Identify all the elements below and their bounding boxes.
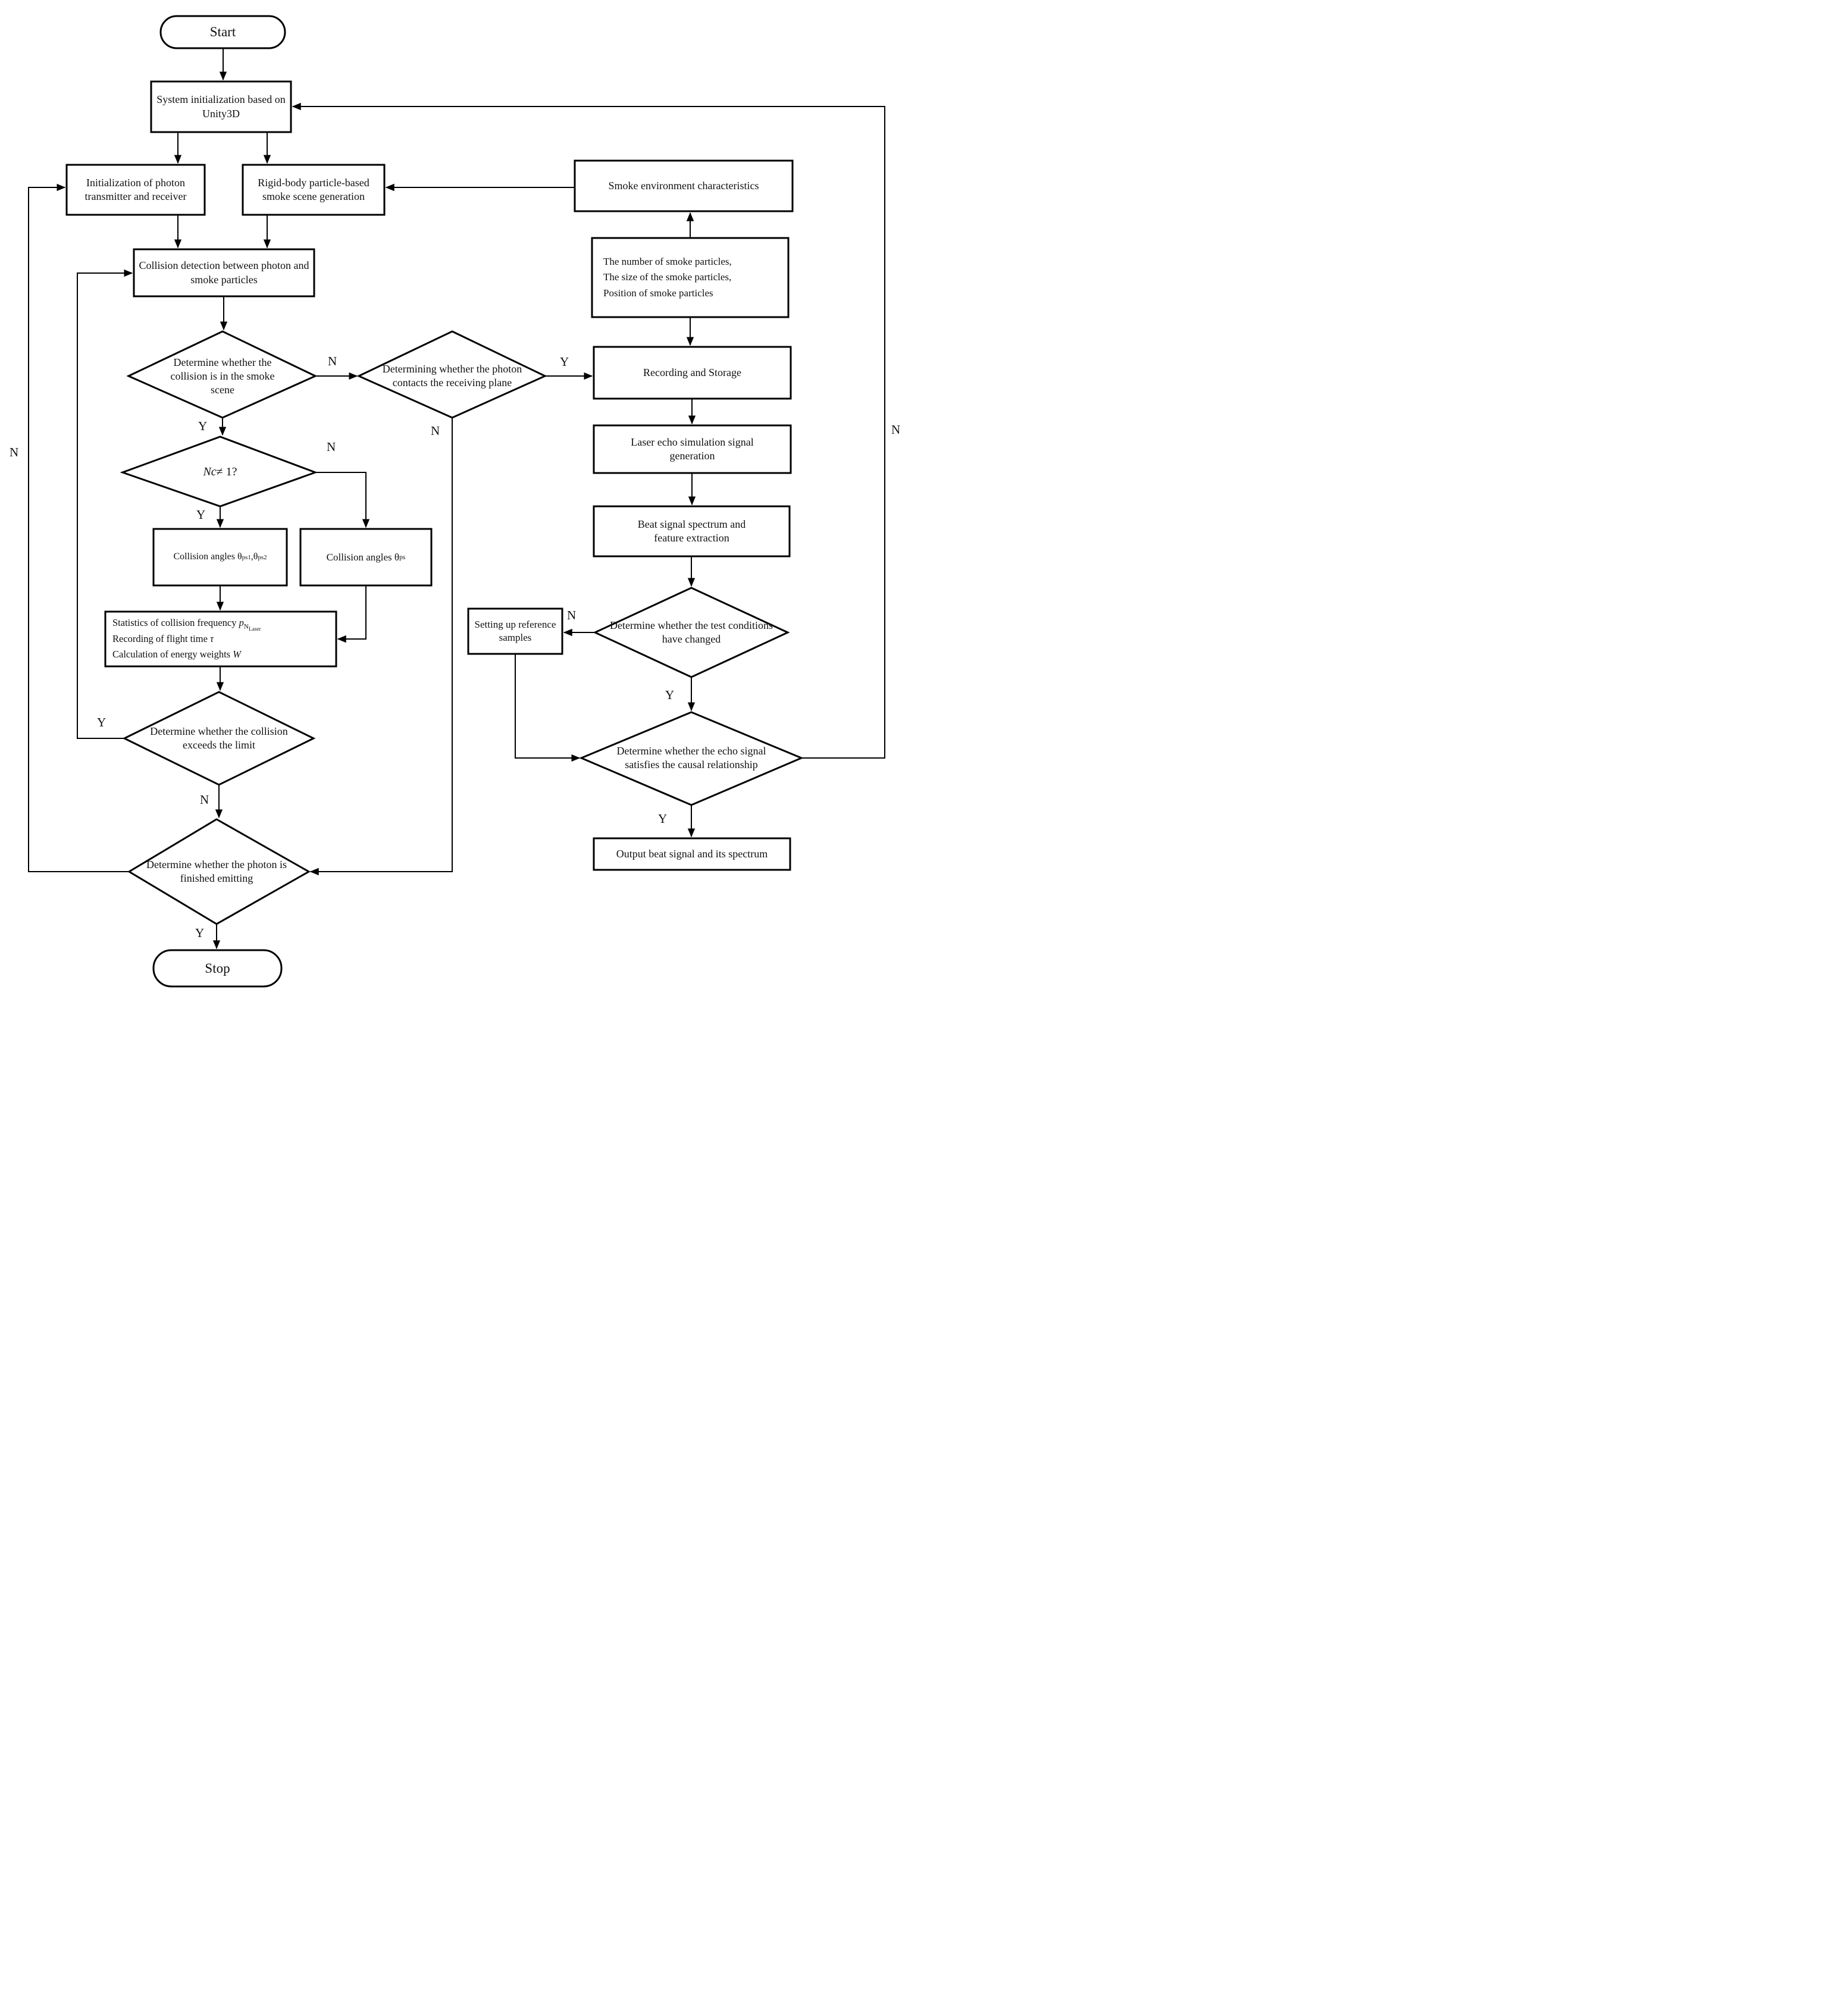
reference-samples-label: Setting up reference samples xyxy=(474,619,556,643)
rigid-body-shape xyxy=(242,164,386,216)
branch-label-test-conditions-no: N xyxy=(567,608,577,622)
collision-detection-label: Collision detection between photon and s… xyxy=(139,259,309,286)
collision-in-scene-label: Determine whether the collision is in th… xyxy=(170,356,275,396)
laser-echo-label: Laser echo simulation signal generation xyxy=(631,436,754,462)
particle-info-label: The number of smoke particles, The size … xyxy=(603,243,781,312)
contacts-plane-label: Determining whether the photon contacts … xyxy=(382,362,522,389)
particle-info-line-2: The size of the smoke particles, xyxy=(603,271,732,283)
start-terminator-shape xyxy=(159,15,286,49)
recording-storage-shape xyxy=(593,346,792,400)
statistics-line-1: Statistics of collision frequency pNLase… xyxy=(112,617,261,632)
laser-echo-shape xyxy=(593,424,792,474)
edge-finished-emitting-no-to-init-photon xyxy=(28,183,129,872)
particle-info-line-3: Position of smoke particles xyxy=(603,287,713,299)
branch-label-contacts-plane-no: N xyxy=(431,424,440,438)
nc-check-label: Nc ≠ 1? xyxy=(203,465,237,479)
stop-terminator-shape xyxy=(152,949,283,988)
branch-label-collision-in-scene-yes: Y xyxy=(198,419,208,433)
flowchart-canvas: Start System initialization based on Uni… xyxy=(0,0,924,1006)
beat-signal-shape xyxy=(593,505,791,557)
branch-label-nc-check-no: N xyxy=(327,440,336,454)
edge-contacts-plane-no-to-finished-emitting xyxy=(309,418,453,876)
branch-label-contacts-plane-yes: Y xyxy=(560,355,569,369)
edge-reference-samples-to-causal-check xyxy=(515,654,581,762)
particle-info-shape xyxy=(591,237,790,318)
beat-signal-label: Beat signal spectrum and feature extract… xyxy=(637,518,746,544)
nc-check-diamond xyxy=(120,436,318,508)
causal-check-label: Determine whether the echo signal satisf… xyxy=(616,744,766,770)
output-beat-label: Output beat signal and its spectrum xyxy=(616,847,768,860)
system-init-label: System initialization based on Unity3D xyxy=(156,93,286,120)
statistics-label: Statistics of collision frequency pNLase… xyxy=(112,614,331,664)
branch-label-nc-check-yes: Y xyxy=(196,508,206,522)
statistics-shape xyxy=(104,610,337,668)
branch-label-exceeds-limit-no: N xyxy=(200,793,209,807)
edge-nc-check-no-to-angles-one xyxy=(315,472,370,528)
edge-causal-check-no-to-system-init xyxy=(292,102,885,759)
branch-label-finished-emitting-yes: Y xyxy=(195,926,205,940)
finished-emitting-diamond xyxy=(127,818,311,925)
causal-check-diamond xyxy=(579,711,804,806)
flowchart-shapes-and-edges xyxy=(28,15,885,988)
init-photon-label: Initialization of photon transmitter and… xyxy=(84,176,187,202)
init-photon-shape xyxy=(65,164,206,216)
finished-emitting-label: Determine whether the photon is finished… xyxy=(146,858,287,884)
branch-label-causal-check-yes: Y xyxy=(658,812,668,826)
exceeds-limit-diamond xyxy=(122,691,316,786)
stop-terminator-label: Stop xyxy=(205,960,230,976)
statistics-line-3: Calculation of energy weights W xyxy=(112,649,241,660)
collision-in-scene-diamond xyxy=(126,330,318,419)
reference-samples-shape xyxy=(467,607,563,655)
particle-info-line-1: The number of smoke particles, xyxy=(603,255,732,267)
branch-label-finished-emitting-no: N xyxy=(10,445,19,459)
statistics-line-2: Recording of flight time τ xyxy=(112,632,214,644)
collision-detection-shape xyxy=(133,248,315,297)
smoke-env-shape xyxy=(574,159,794,212)
smoke-env-label: Smoke environment characteristics xyxy=(608,179,759,192)
angles-two-shape xyxy=(152,528,288,587)
exceeds-limit-label: Determine whether the collision exceeds … xyxy=(150,725,288,751)
contacts-plane-diamond xyxy=(356,330,547,419)
branch-label-collision-in-scene-no: N xyxy=(328,354,337,368)
branch-label-test-conditions-yes: Y xyxy=(665,688,675,702)
edge-exceeds-limit-yes-to-collision-detection xyxy=(77,269,133,739)
test-conditions-label: Determine whether the test conditions ha… xyxy=(610,619,773,645)
branch-label-causal-check-no: N xyxy=(891,422,901,437)
branch-label-exceeds-limit-yes: Y xyxy=(97,715,107,729)
test-conditions-diamond xyxy=(593,587,790,678)
angles-one-shape xyxy=(299,528,433,587)
output-beat-shape xyxy=(593,837,791,871)
rigid-body-label: Rigid-body particle-based smoke scene ge… xyxy=(258,176,369,202)
edge-angles-one-to-statistics xyxy=(337,585,367,643)
system-init-shape xyxy=(150,80,292,133)
start-terminator-label: Start xyxy=(209,24,236,40)
recording-storage-label: Recording and Storage xyxy=(643,366,741,378)
